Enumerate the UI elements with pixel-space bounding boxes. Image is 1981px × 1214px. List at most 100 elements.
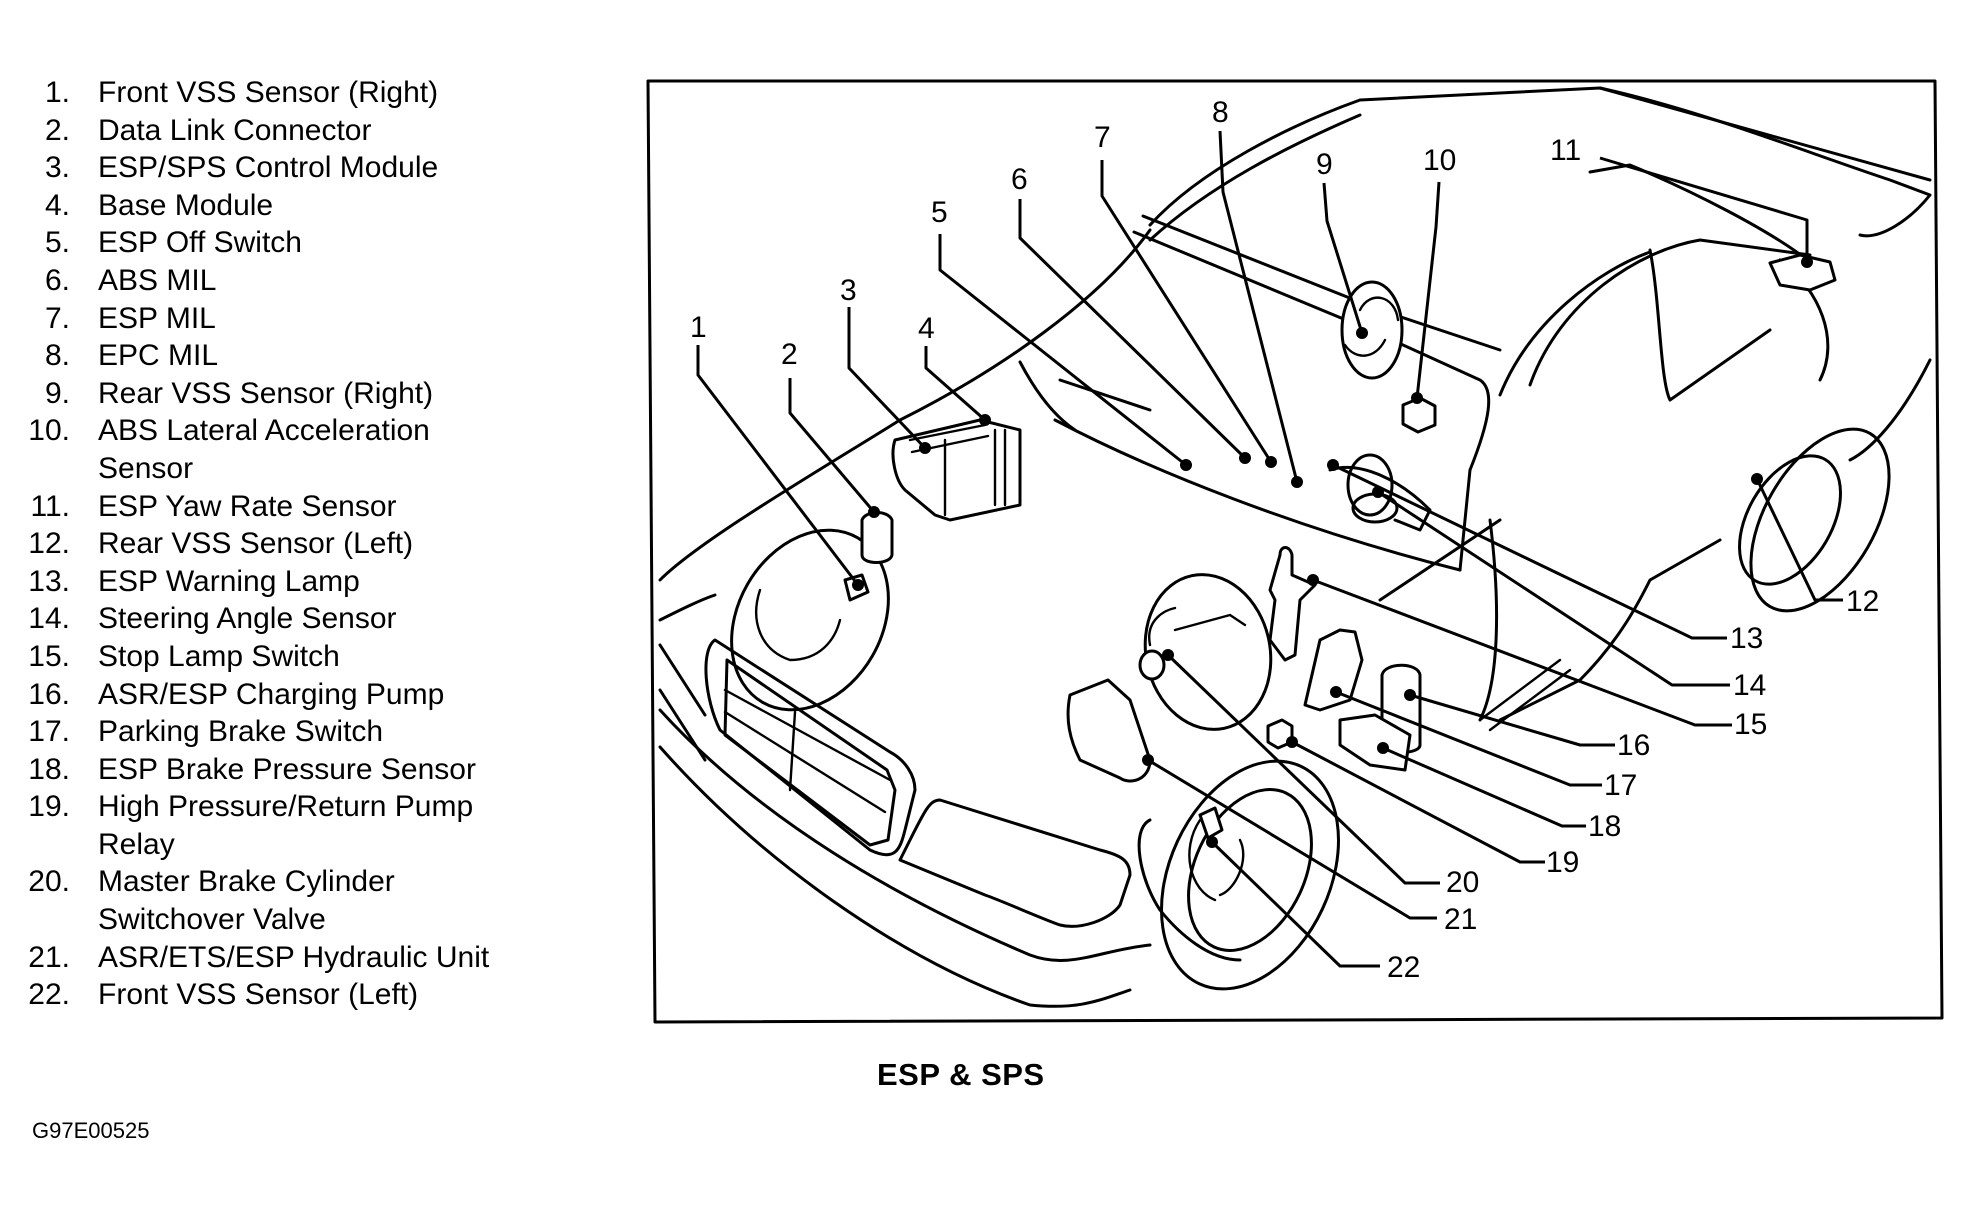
callout-16: 16 [1617, 729, 1650, 762]
leader-dots [852, 256, 1813, 848]
legend-number: 19. [28, 790, 70, 824]
leader-lines [696, 130, 1843, 968]
legend-number: 3. [44, 151, 70, 185]
legend-item: 12.Rear VSS Sensor (Left) [0, 525, 600, 563]
legend-number: 18. [28, 752, 70, 786]
yaw-rate-sensor-part [1768, 253, 1837, 292]
stop-lamp-switch-part [1268, 546, 1317, 662]
legend-item: 13.ESP Warning Lamp [0, 563, 600, 601]
legend-number: 13. [28, 564, 70, 598]
leader-line-9 [1322, 182, 1364, 334]
parking-brake-switch-part [1303, 628, 1364, 712]
legend-item: 19. High Pressure/Return Pump Relay [0, 788, 600, 863]
legend-label: Front VSS Sensor (Left) [98, 978, 419, 1012]
legend-label: ESP Off Switch [98, 226, 302, 260]
legend-number: 5. [44, 226, 70, 260]
legend-item: 1.Front VSS Sensor (Right) [0, 74, 600, 112]
diagram-frame [646, 79, 1944, 1024]
leader-line-18 [1382, 746, 1586, 828]
callout-21: 21 [1444, 903, 1477, 936]
callout-14: 14 [1733, 669, 1766, 702]
legend-label: Steering Angle Sensor [98, 602, 397, 636]
callout-18: 18 [1588, 810, 1621, 843]
callout-labels: 1 2 3 4 5 6 7 8 9 10 11 12 13 14 15 16 1… [690, 96, 1879, 984]
legend-item: 15.Stop Lamp Switch [0, 638, 600, 676]
leader-line-17 [1335, 690, 1602, 787]
leader-line-11 [1599, 156, 1809, 262]
legend-label: High Pressure/Return Pump Relay [98, 790, 474, 861]
legend-item: 11.ESP Yaw Rate Sensor [0, 488, 600, 526]
callout-13: 13 [1730, 622, 1763, 655]
callout-2: 2 [781, 338, 798, 371]
figure-code: G97E00525 [32, 1118, 150, 1143]
legend-item: 22. Front VSS Sensor (Left) [0, 976, 600, 1014]
diagram-title: ESP & SPS [877, 1057, 1045, 1092]
parts-legend: 1.Front VSS Sensor (Right) 2. Data Link C… [0, 74, 600, 1014]
legend-item: 21. ASR/ETS/ESP Hydraulic Unit [0, 939, 600, 977]
callout-5: 5 [931, 196, 948, 229]
brake-pressure-sensor-part [1338, 713, 1412, 772]
leader-line-19 [1291, 740, 1545, 864]
legend-number: 4. [44, 188, 70, 222]
legend-label: ESP/SPS Control Module [98, 151, 439, 185]
legend-number: 15. [28, 639, 70, 673]
legend-number: 1. [44, 76, 70, 109]
legend-label: Rear VSS Sensor (Right) [98, 376, 434, 410]
legend-number: 22. [28, 978, 70, 1012]
leader-line-13 [1332, 463, 1727, 640]
legend-number: 17. [28, 715, 70, 749]
legend-item: 4. Base Module [0, 187, 600, 225]
callout-10: 10 [1423, 144, 1456, 177]
legend-item: 18. ESP Brake Pressure Sensor [0, 751, 600, 789]
legend-label: Master Brake Cylinder Switchover Valve [98, 865, 395, 937]
leader-line-2 [788, 378, 876, 513]
callout-15: 15 [1734, 708, 1767, 741]
callout-20: 20 [1446, 866, 1479, 899]
leader-line-16 [1409, 693, 1615, 747]
legend-label: ASR/ESP Charging Pump [98, 677, 445, 711]
leader-line-21 [1147, 758, 1437, 920]
callout-19: 19 [1546, 846, 1579, 879]
callout-1: 1 [690, 311, 707, 344]
callout-22: 22 [1387, 951, 1420, 984]
legend-item: 7.ESP MIL [0, 300, 600, 338]
legend-label: ESP Yaw Rate Sensor [98, 489, 397, 523]
hydraulic-unit-part [1066, 678, 1152, 783]
legend-item: 16.ASR/ESP Charging Pump [0, 676, 600, 714]
legend-number: 2. [44, 113, 70, 147]
component-parts [843, 253, 1837, 840]
leader-line-15 [1312, 578, 1732, 727]
car-outline-drawing [658, 86, 1932, 1008]
legend-number: 8. [44, 339, 70, 373]
legend-item: 14.Steering Angle Sensor [0, 600, 600, 638]
callout-17: 17 [1604, 769, 1637, 802]
leader-line-10 [1415, 181, 1441, 399]
leader-line-1 [696, 345, 860, 586]
legend-item: 9.Rear VSS Sensor (Right) [0, 375, 600, 413]
legend-label: ESP Brake Pressure Sensor [98, 752, 476, 786]
callout-3: 3 [840, 274, 857, 307]
leader-line-22 [1210, 840, 1380, 968]
leader-line-5 [938, 234, 1187, 467]
legend-item: 8. EPC MIL [0, 337, 600, 375]
leader-line-4 [924, 346, 986, 422]
legend-number: 10. [28, 414, 70, 448]
data-link-connector-part [860, 511, 894, 564]
leader-line-14 [1377, 490, 1730, 687]
leader-line-8 [1218, 130, 1299, 483]
leader-line-20 [1166, 653, 1440, 885]
leader-line-12 [1755, 478, 1843, 602]
callout-8: 8 [1212, 96, 1229, 129]
legend-label: EPC MIL [98, 339, 219, 373]
leader-line-6 [1018, 199, 1247, 460]
leader-line-7 [1100, 160, 1273, 463]
legend-label: Data Link Connector [98, 113, 372, 147]
legend-label: ASR/ETS/ESP Hydraulic Unit [98, 940, 490, 974]
leader-line-3 [847, 307, 927, 450]
legend-label: Base Module [98, 188, 274, 222]
legend-number: 21. [28, 940, 70, 974]
callout-7: 7 [1094, 121, 1111, 154]
callout-4: 4 [918, 312, 935, 345]
legend-item: 2. Data Link Connector [0, 112, 600, 150]
